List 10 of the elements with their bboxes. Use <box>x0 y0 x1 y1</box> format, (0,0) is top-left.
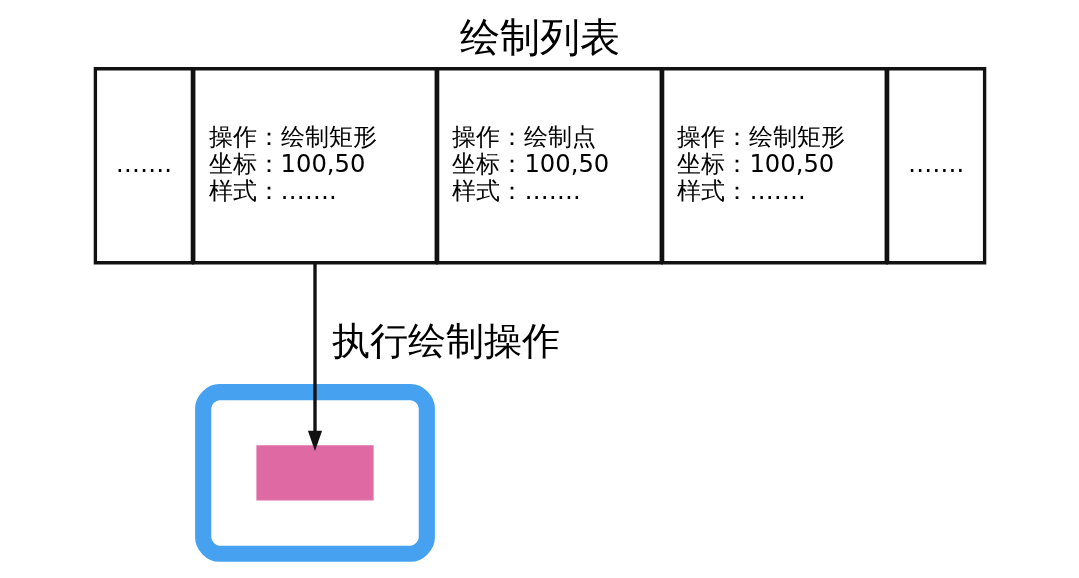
edge-label: 执行绘制操作 <box>331 319 560 364</box>
arrow <box>307 263 322 451</box>
node-box <box>255 445 374 501</box>
node-box: 操作：绘制矩形 坐标：100,50 样式：……. <box>660 67 888 265</box>
node-box: ……. <box>885 67 986 265</box>
node-box: ……. <box>93 67 194 265</box>
node-box: 操作：绘制点 坐标：100,50 样式：……. <box>435 67 663 265</box>
node-box: 操作：绘制矩形 坐标：100,50 样式：……. <box>191 67 438 265</box>
cluster <box>194 384 435 562</box>
diagram-title: 绘制列表 <box>459 13 620 62</box>
